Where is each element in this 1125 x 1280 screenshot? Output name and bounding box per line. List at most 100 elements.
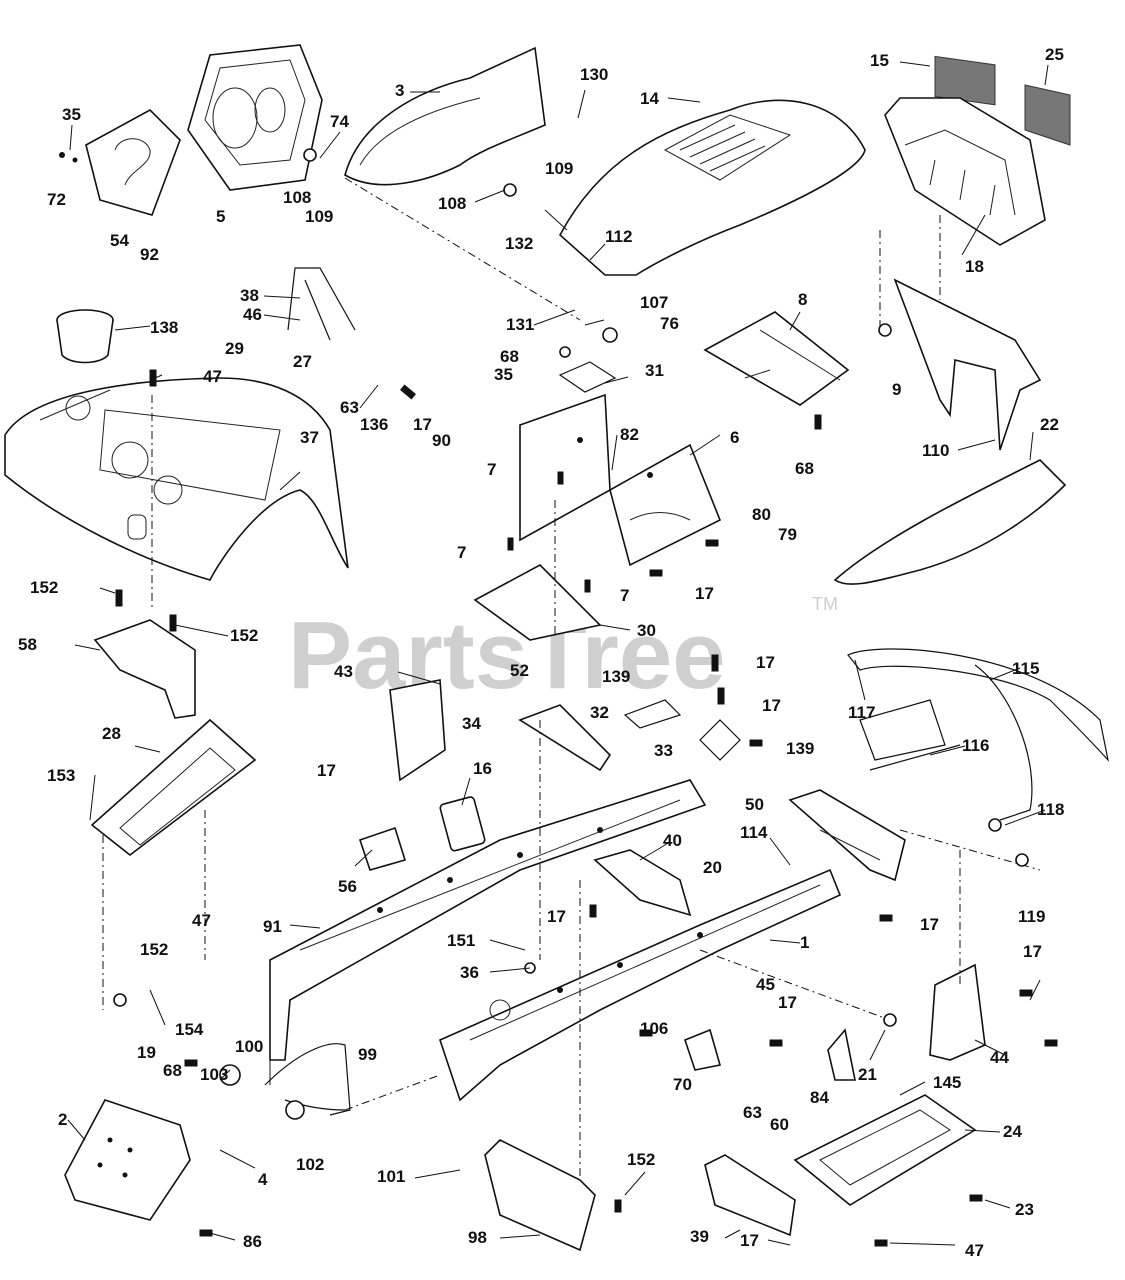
part-70-spacer: [684, 1028, 722, 1071]
part-32-bracket: [623, 699, 682, 729]
callout-91: 91: [263, 917, 282, 936]
callout-21: 21: [858, 1065, 877, 1084]
callout-16: 16: [473, 759, 492, 778]
callout-152: 152: [30, 578, 58, 597]
part-92-panel: [59, 109, 181, 216]
part-110-front-bracket: [893, 278, 1042, 451]
callout-23: 23: [1015, 1200, 1034, 1219]
callout-40: 40: [663, 831, 682, 850]
callout-80: 80: [752, 505, 771, 524]
callout-108b: 108: [438, 194, 466, 213]
callout-99: 99: [358, 1045, 377, 1064]
callout-37: 37: [300, 428, 319, 447]
part-25-grille: [1024, 84, 1071, 146]
callout-154: 154: [175, 1020, 204, 1039]
callout-29: 29: [225, 339, 244, 358]
callout-153: 153: [47, 766, 75, 785]
callout-47: 47: [203, 367, 222, 386]
callout-50: 50: [745, 795, 764, 814]
part-2-step-plate: [64, 1099, 191, 1221]
callout-7c: 7: [620, 586, 629, 605]
callout-68b: 68: [795, 459, 814, 478]
callout-35b: 35: [494, 365, 513, 384]
callouts: 130 3 14 15 25 35 74 72 108 109 5 54 92 …: [18, 45, 1064, 1260]
callout-151: 151: [447, 931, 475, 950]
callout-47b: 47: [192, 911, 211, 930]
callout-24: 24: [1003, 1122, 1022, 1141]
callout-15: 15: [870, 51, 889, 70]
hardware: [113, 148, 1058, 1247]
callout-145: 145: [933, 1073, 961, 1092]
callout-139b: 139: [786, 739, 814, 758]
callout-17e: 17: [317, 761, 336, 780]
callout-86: 86: [243, 1232, 262, 1251]
callout-60: 60: [770, 1115, 789, 1134]
part-56-bracket: [358, 826, 407, 871]
callout-132: 132: [505, 234, 533, 253]
assembly-lines: [102, 177, 1041, 1180]
callout-139: 139: [602, 667, 630, 686]
callout-33: 33: [654, 741, 673, 760]
callout-100: 100: [235, 1037, 263, 1056]
callout-84: 84: [810, 1088, 829, 1107]
callout-2: 2: [58, 1110, 67, 1129]
part-50-plate: [788, 789, 906, 882]
part-14-hood: [558, 99, 866, 276]
part-43-bracket: [389, 679, 446, 782]
callout-9: 9: [892, 380, 901, 399]
callout-74: 74: [330, 112, 349, 131]
callout-112: 112: [605, 227, 632, 246]
callout-44: 44: [990, 1048, 1009, 1067]
callout-30: 30: [637, 621, 656, 640]
callout-56: 56: [338, 877, 357, 896]
callout-19: 19: [137, 1043, 156, 1062]
part-29-bracket: [287, 267, 356, 341]
callout-102: 102: [296, 1155, 324, 1174]
part-98-bracket: [484, 1139, 596, 1252]
part-31-bracket: [558, 361, 617, 393]
callout-28: 28: [102, 724, 121, 743]
part-8-tray: [703, 311, 850, 406]
callout-152b: 152: [230, 626, 258, 645]
part-5-dash-console: [187, 44, 323, 191]
callout-58: 58: [18, 635, 37, 654]
callout-27: 27: [293, 352, 312, 371]
watermark-tm: TM: [812, 594, 838, 614]
callout-31: 31: [645, 361, 664, 380]
part-99-pedal: [264, 1043, 351, 1120]
callout-46: 46: [243, 305, 262, 324]
part-39-bracket: [704, 1154, 796, 1237]
part-138-cup: [56, 309, 114, 364]
callout-8: 8: [798, 290, 807, 309]
callout-3: 3: [395, 81, 404, 100]
callout-70: 70: [673, 1075, 692, 1094]
callout-68: 68: [500, 347, 519, 366]
callout-103: 103: [200, 1065, 228, 1084]
callout-92: 92: [140, 245, 159, 264]
leader-lines: [67, 61, 1049, 1246]
callout-39: 39: [690, 1227, 709, 1246]
callout-32: 32: [590, 703, 609, 722]
part-115-hoop: [847, 648, 1110, 821]
part-3-shroud: [344, 46, 546, 186]
part-6-support: [519, 393, 722, 567]
callout-131: 131: [506, 315, 534, 334]
part-16-gasket: [439, 796, 486, 852]
callout-25: 25: [1045, 45, 1064, 64]
part-91-left-rail: [269, 779, 707, 1061]
callout-1: 1: [800, 933, 809, 952]
part-44-bracket: [929, 963, 986, 1061]
callout-18: 18: [965, 257, 984, 276]
callout-79: 79: [778, 525, 797, 544]
callout-108: 108: [283, 188, 311, 207]
callout-76: 76: [660, 314, 679, 333]
callout-54: 54: [110, 231, 129, 250]
callout-17: 17: [413, 415, 432, 434]
callout-17f: 17: [547, 907, 566, 926]
part-24-pan: [793, 1094, 977, 1206]
callout-45: 45: [756, 975, 775, 994]
callout-98: 98: [468, 1228, 487, 1247]
callout-109b: 109: [545, 159, 573, 178]
callout-72: 72: [47, 190, 66, 209]
